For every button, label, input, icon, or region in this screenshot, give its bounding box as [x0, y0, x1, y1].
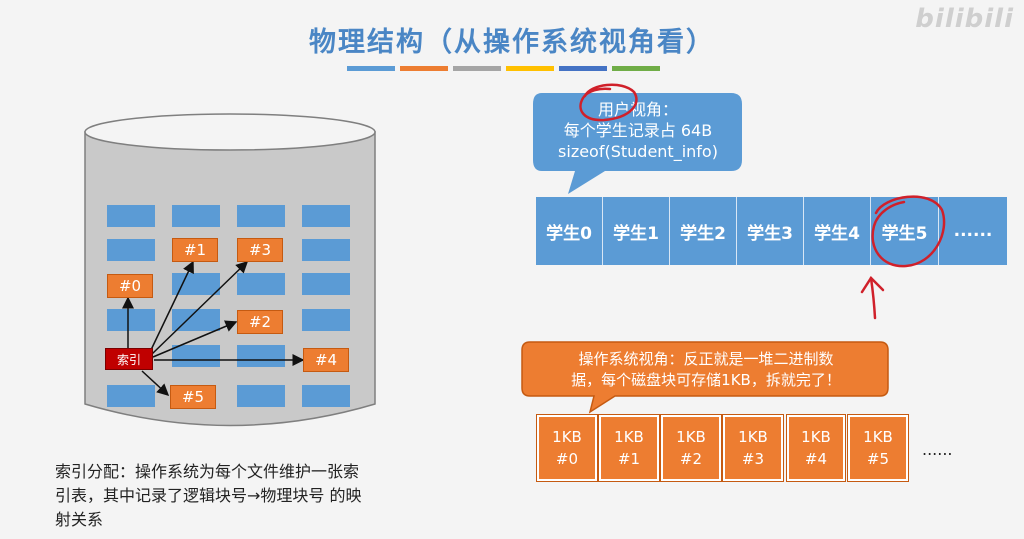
disk-block-5: #5	[170, 385, 216, 409]
user-view-bubble	[533, 93, 742, 194]
kb-block-4: 1KB #4	[786, 414, 846, 482]
disk-block	[302, 239, 350, 261]
title-underline-darkblue	[559, 66, 607, 71]
disk-block	[237, 205, 285, 227]
student-record-4: 学生4	[804, 197, 871, 265]
os-view-text: 操作系统视角：反正就是一堆二进制数 据，每个磁盘块可存储1KB，拆就完了！	[571, 350, 841, 389]
disk-block	[172, 273, 220, 295]
disk-block	[302, 309, 350, 331]
disk-block	[107, 205, 155, 227]
index-table-block: 索引	[105, 348, 153, 370]
disk-block	[302, 273, 350, 295]
kb-block-1: 1KB #1	[598, 414, 660, 482]
disk-block-1: #1	[172, 238, 218, 262]
disk-block	[172, 309, 220, 331]
kb-block-5: 1KB #5	[847, 414, 909, 482]
user-view-text: 用户视角： 每个学生记录占 64B sizeof(Student_info)	[558, 100, 718, 161]
kb-block-3: 1KB #3	[722, 414, 784, 482]
title-underline-gray	[453, 66, 501, 71]
disk-block-2: #2	[237, 310, 283, 334]
title-underline-blue	[347, 66, 395, 71]
student-record-5: 学生5	[871, 197, 939, 265]
student-record-0: 学生0	[536, 197, 603, 265]
disk-block	[237, 385, 285, 407]
disk-block	[107, 239, 155, 261]
page-title: 物理结构（从操作系统视角看）	[309, 27, 715, 58]
student-record-1: 学生1	[603, 197, 670, 265]
watermark-logo: bilibili	[915, 4, 1014, 34]
kb-block-ellipsis: ......	[922, 440, 953, 459]
title-underline-orange	[400, 66, 448, 71]
disk-block-0: #0	[107, 274, 153, 298]
disk-block	[237, 345, 285, 367]
index-allocation-caption: 索引分配：操作系统为每个文件维护一张索 引表，其中记录了逻辑块号→物理块号 的映…	[55, 462, 362, 529]
disk-block	[107, 309, 155, 331]
student-record-2: 学生2	[670, 197, 737, 265]
disk-block	[302, 205, 350, 227]
disk-block	[172, 345, 220, 367]
os-view-bubble	[521, 341, 889, 414]
student-record-more: ......	[953, 221, 993, 241]
kb-block-0: 1KB #0	[536, 414, 598, 482]
kb-block-2: 1KB #2	[660, 414, 722, 482]
student-record-3: 学生3	[737, 197, 804, 265]
title-underline-yellow	[506, 66, 554, 71]
disk-block-4: #4	[303, 348, 349, 372]
disk-block	[172, 205, 220, 227]
title-underline-green	[612, 66, 660, 71]
disk-block	[237, 273, 285, 295]
disk-block	[302, 385, 350, 407]
student-records-row	[536, 197, 1007, 265]
disk-block-3: #3	[237, 238, 283, 262]
disk-block	[107, 385, 155, 407]
